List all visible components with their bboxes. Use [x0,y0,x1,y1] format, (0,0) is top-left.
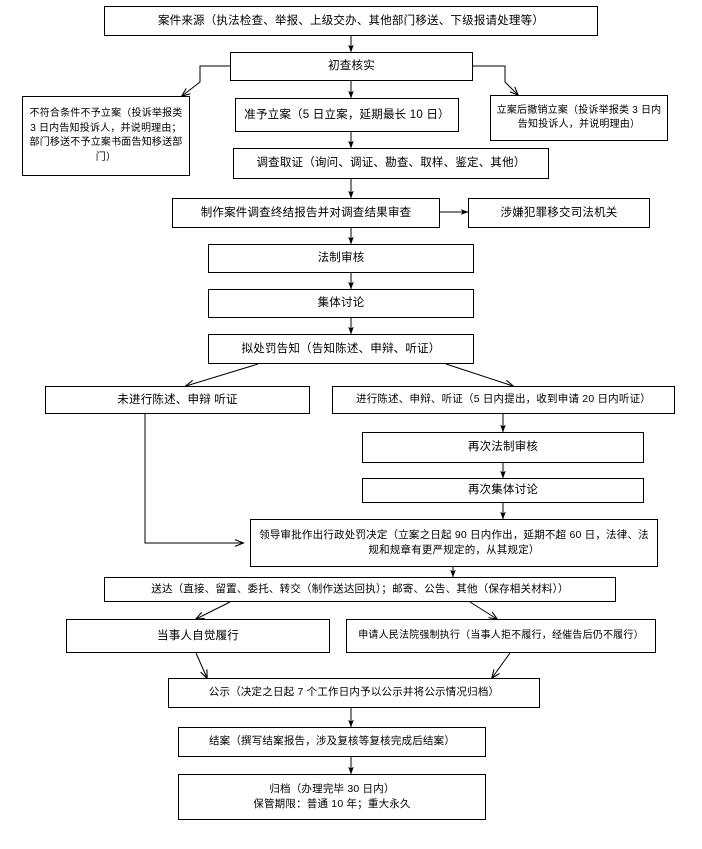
node-legal-review-label: 法制审核 [317,252,365,265]
node-preliminary-review-label: 初查核实 [328,60,375,73]
node-penalty-notice[interactable]: 拟处罚告知（告知陈述、申辩、听证） [208,334,474,364]
node-publicity[interactable]: 公示（决定之日起 7 个工作日内予以公示并将公示情况归档） [168,678,540,708]
edge-notice-to-hasstatement [445,363,515,388]
node-transfer-judicial-label: 涉嫌犯罪移交司法机关 [500,206,618,219]
node-final-report-label: 制作案件调查终结报告并对调查结果审查 [200,206,412,219]
node-investigation[interactable]: 调查取证（询问、调证、勘查、取样、鉴定、其他） [233,148,549,179]
node-revoke-filing[interactable]: 立案后撤销立案（投诉举报类 3 日内告知投诉人，并说明理由） [490,95,668,141]
node-second-legal-review-label: 再次法制审核 [467,441,539,454]
node-collective-discussion[interactable]: 集体讨论 [208,289,474,318]
node-revoke-filing-label: 立案后撤销立案（投诉举报类 3 日内告知投诉人，并说明理由） [496,104,662,131]
node-has-statement[interactable]: 进行陈述、申辩、听证（5 日内提出，收到申请 20 日内听证） [332,386,675,414]
node-not-filed[interactable]: 不符合条件不予立案（投诉举报类 3 日内告知投诉人，并说明理由；部门移送不予立案… [22,96,190,176]
node-no-statement-label: 未进行陈述、申辩 听证 [117,393,238,406]
node-second-legal-review[interactable]: 再次法制审核 [362,432,644,463]
node-approve-filing-label: 准予立案（5 日立案，延期最长 10 日） [244,108,450,121]
node-no-statement[interactable]: 未进行陈述、申辩 听证 [45,386,310,414]
node-preliminary-review[interactable]: 初查核实 [230,52,473,81]
node-archive[interactable]: 归档（办理完毕 30 日内） 保管期限：普通 10 年；重大永久 [178,774,486,820]
node-leader-decision-label: 领导审批作出行政处罚决定（立案之日起 90 日内作出，延期不超 60 日，法律、… [259,528,649,556]
edge-voluntary-to-publicity [195,652,208,680]
node-penalty-notice-label: 拟处罚告知（告知陈述、申辩、听证） [241,342,441,355]
edge-court-to-publicity [490,652,511,680]
node-voluntary-performance[interactable]: 当事人自觉履行 [66,619,330,653]
node-case-source[interactable]: 案件来源（执法检查、举报、上级交办、其他部门移送、下级报请处理等） [104,6,598,36]
node-transfer-judicial[interactable]: 涉嫌犯罪移交司法机关 [468,198,650,228]
node-archive-line2: 保管期限：普通 10 年；重大永久 [253,798,411,810]
node-collective-discussion-label: 集体讨论 [317,297,365,310]
node-legal-review[interactable]: 法制审核 [208,244,474,273]
edge-review-to-revoke [473,65,520,97]
node-final-report[interactable]: 制作案件调查终结报告并对调查结果审查 [172,198,440,228]
node-voluntary-performance-label: 当事人自觉履行 [157,629,239,642]
node-not-filed-label: 不符合条件不予立案（投诉举报类 3 日内告知投诉人，并说明理由；部门移送不予立案… [29,108,183,163]
node-case-closed-label: 结案（撰写结案报告，涉及复核等复核完成后结案） [208,735,456,748]
node-court-enforcement[interactable]: 申请人民法院强制执行（当事人拒不履行，经催告后仍不履行） [346,619,656,653]
edge-nostatement-to-decision [144,414,245,547]
node-second-collective-discussion[interactable]: 再次集体讨论 [362,478,644,503]
node-case-source-label: 案件来源（执法检查、举报、上级交办、其他部门移送、下级报请处理等） [157,14,545,27]
edge-service-to-voluntary [194,601,231,620]
node-approve-filing[interactable]: 准予立案（5 日立案，延期最长 10 日） [235,98,459,132]
node-publicity-label: 公示（决定之日起 7 个工作日内予以公示并将公示情况归档） [208,686,500,699]
node-archive-line1: 归档（办理完毕 30 日内） [269,782,395,795]
node-investigation-label: 调查取证（询问、调证、勘查、取样、鉴定、其他） [256,157,526,170]
node-court-enforcement-label: 申请人民法院强制执行（当事人拒不履行，经催告后仍不履行） [358,629,644,641]
edge-service-to-court [469,601,499,620]
node-service[interactable]: 送达（直接、留置、委托、转交（制作送达回执）；邮寄、公告、其他（保存相关材料）） [104,577,616,602]
node-service-label: 送达（直接、留置、委托、转交（制作送达回执）；邮寄、公告、其他（保存相关材料）） [151,582,569,595]
node-leader-decision[interactable]: 领导审批作出行政处罚决定（立案之日起 90 日内作出，延期不超 60 日，法律、… [250,519,658,567]
node-second-collective-discussion-label: 再次集体讨论 [467,484,539,497]
edge-review-to-notfiled [180,65,230,98]
node-case-closed[interactable]: 结案（撰写结案报告，涉及复核等复核完成后结案） [178,727,486,757]
node-has-statement-label: 进行陈述、申辩、听证（5 日内提出，收到申请 20 日内听证） [356,393,651,406]
edge-notice-to-nostatement [184,363,259,388]
